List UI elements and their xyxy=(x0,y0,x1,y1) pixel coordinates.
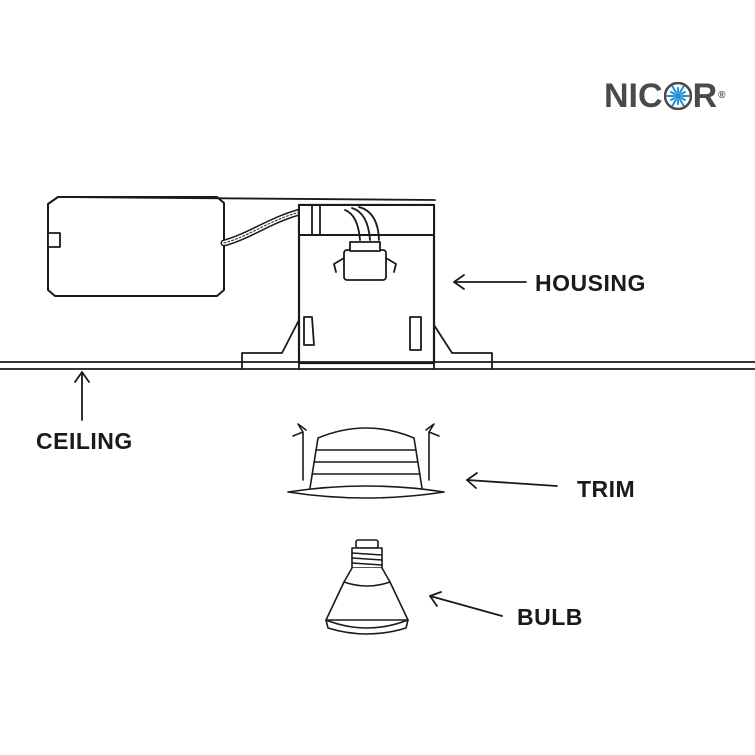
star-ray xyxy=(669,91,676,95)
callout-arrows xyxy=(74,274,558,617)
bulb-label: BULB xyxy=(517,604,583,630)
registered-mark: ® xyxy=(718,90,726,101)
nicor-logo: NIC R ® xyxy=(604,78,726,114)
trim-arrow xyxy=(466,472,558,489)
ceiling-arrow xyxy=(74,371,90,421)
logo-text-start: NIC xyxy=(604,77,663,115)
ceiling-label: CEILING xyxy=(36,428,133,454)
junction-box xyxy=(47,196,436,297)
housing-label: HOUSING xyxy=(535,270,646,296)
trim-drawing xyxy=(287,423,445,499)
star-ray xyxy=(680,91,686,95)
star-ray xyxy=(671,98,677,107)
housing-can xyxy=(241,203,493,370)
star-ray xyxy=(671,85,677,94)
star-burst-icon xyxy=(663,82,692,110)
trim-label: TRIM xyxy=(577,476,636,502)
housing-arrow xyxy=(453,274,527,290)
star-ray xyxy=(678,85,685,94)
bulb-arrow xyxy=(429,591,503,617)
star-ray xyxy=(678,98,685,107)
ceiling-lines xyxy=(0,361,755,370)
flex-conduit xyxy=(220,208,304,247)
star-ray xyxy=(680,97,686,101)
bulb-drawing xyxy=(325,539,409,635)
logo-text-end: R xyxy=(692,77,718,115)
star-ray xyxy=(669,97,676,101)
